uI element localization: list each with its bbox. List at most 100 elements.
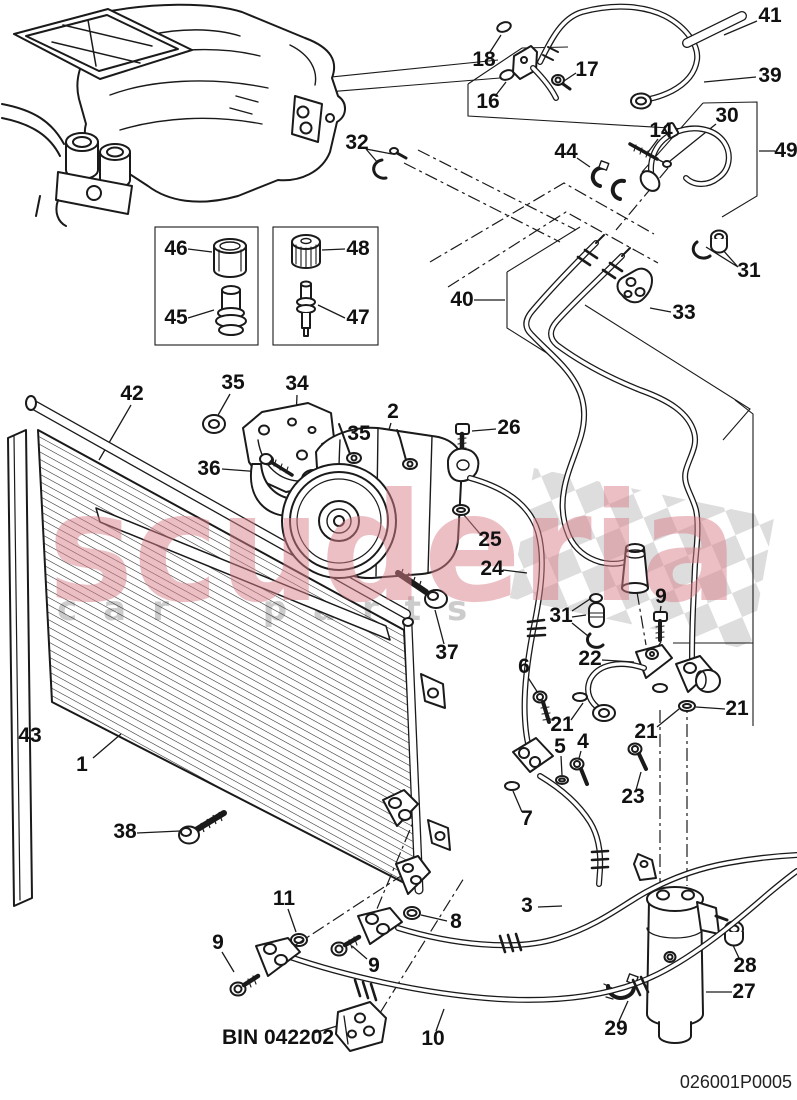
part-label-8-42: 8 — [450, 910, 462, 933]
cross-brace — [95, 507, 391, 641]
part-label-49-7: 49 — [774, 139, 797, 162]
part-label-5-34: 5 — [554, 735, 566, 758]
bin-code-text: BIN 042202 — [222, 1026, 334, 1049]
suction-hoses-drawing — [229, 852, 797, 1052]
condenser-drawing — [7, 395, 451, 907]
axis-line — [615, 167, 669, 231]
seal-ring-18 — [496, 21, 512, 33]
part-label-36-22: 36 — [197, 457, 220, 480]
axis-line — [403, 149, 577, 243]
part-label-21-32: 21 — [634, 720, 658, 743]
heater-valves — [1, 103, 133, 227]
compressor-pulley — [281, 463, 397, 579]
bolt-9-mid — [330, 934, 362, 957]
part-label-45-12: 45 — [164, 306, 188, 329]
part-label-6-30: 6 — [518, 655, 530, 678]
part-label-42-17: 42 — [120, 382, 143, 405]
bushing-35-upper — [202, 414, 226, 434]
bolt-38 — [178, 810, 227, 845]
part-label-38-40: 38 — [113, 820, 137, 843]
hose-3 — [396, 853, 797, 947]
bolt-23 — [627, 742, 648, 771]
part-label-1-39: 1 — [76, 753, 88, 776]
hvac-heater-unit-drawing — [1, 3, 346, 227]
valve-47 — [296, 280, 316, 337]
terminal-eyelets — [338, 423, 418, 470]
part-label-40-15: 40 — [450, 288, 473, 311]
service-valve-box-2 — [272, 226, 379, 346]
part-label-30-5: 30 — [715, 104, 738, 127]
part-label-16-3: 16 — [476, 90, 499, 113]
part-label-21-33: 21 — [550, 713, 574, 736]
service-valves-drawing — [213, 234, 321, 337]
group-outline — [584, 304, 751, 441]
group-outline — [673, 399, 754, 726]
pipe-39 — [538, 4, 699, 102]
axis-line — [659, 700, 688, 886]
side-seal-43 — [7, 429, 33, 907]
part-label-31-10: 31 — [737, 259, 761, 282]
part-label-4-35: 4 — [577, 730, 589, 753]
part-label-22-29: 22 — [578, 647, 601, 670]
document-code-text: 026001P0005 — [680, 1072, 792, 1092]
bracket-33 — [616, 267, 653, 304]
branch-hose-49-drawing — [372, 122, 732, 260]
o-ring-30 — [662, 160, 672, 168]
washer-21-left — [572, 692, 588, 702]
watermark-logo-text: scuderia — [48, 462, 738, 636]
stud-14 — [628, 142, 659, 161]
part-label-27-47: 27 — [732, 980, 755, 1003]
part-label-21-31: 21 — [725, 697, 749, 720]
bolt-9-left — [229, 973, 261, 997]
compressor-drawing — [281, 423, 480, 609]
part-label-11-41: 11 — [273, 887, 296, 910]
screw-36 — [259, 453, 294, 477]
part-label-9-44: 9 — [212, 931, 224, 954]
group-outline — [506, 226, 581, 273]
hose-10 — [288, 869, 797, 1002]
connector-block-right — [675, 655, 721, 693]
discharge-hose-drawing — [467, 475, 648, 887]
part-label-9-28: 9 — [655, 585, 667, 608]
bolt-9-upper — [653, 611, 668, 642]
heater-pipes-drawing — [496, 3, 747, 110]
part-label-17-2: 17 — [575, 58, 598, 81]
part-label-44-8: 44 — [554, 140, 578, 163]
receiver-drier-drawing — [602, 853, 744, 1044]
hose-24 — [468, 476, 544, 755]
elbow-fitting-22 — [585, 644, 673, 722]
part-label-9-45: 9 — [368, 954, 380, 977]
part-label-37-26: 37 — [435, 641, 458, 664]
elbow-flange-7 — [512, 737, 554, 773]
part-label-26-23: 26 — [497, 416, 520, 439]
cap-48 — [291, 234, 321, 269]
part-label-39-4: 39 — [758, 64, 781, 87]
clip-and-screw-32 — [372, 147, 408, 180]
bolt-37 — [395, 568, 448, 609]
washer-21-mid — [652, 683, 668, 693]
drier-bracket — [696, 901, 720, 935]
seal-kit-31 — [585, 593, 605, 649]
part-label-33-16: 33 — [672, 301, 695, 324]
part-label-7-37: 7 — [521, 807, 533, 830]
part-label-24-25: 24 — [480, 557, 504, 580]
axis-line — [429, 182, 659, 288]
service-valve-box-1 — [154, 226, 259, 346]
o-ring-11 — [290, 933, 308, 947]
part-label-14-6: 14 — [649, 119, 673, 142]
part-label-23-36: 23 — [621, 785, 644, 808]
washer-25 — [452, 504, 470, 516]
part-label-46-11: 46 — [164, 237, 187, 260]
part-label-48-13: 48 — [346, 237, 370, 260]
part-label-41-0: 41 — [758, 4, 782, 27]
part-label-32-9: 32 — [345, 131, 368, 154]
refrigerant-lines-40-drawing — [523, 234, 701, 665]
seal-washer-7 — [504, 781, 520, 791]
pipe-end-connector — [621, 543, 649, 594]
group-outline — [467, 84, 687, 130]
bolt-4 — [569, 757, 589, 786]
part-label-18-1: 18 — [472, 48, 496, 71]
